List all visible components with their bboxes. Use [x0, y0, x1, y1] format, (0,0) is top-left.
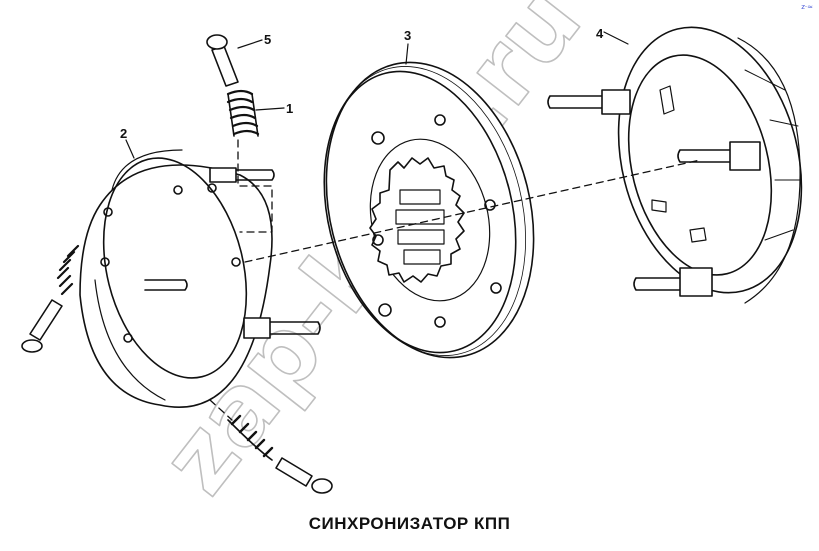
part-2-synchro-ring — [79, 149, 321, 408]
leader-1 — [255, 107, 285, 111]
diagram-caption: СИНХРОНИЗАТОР КПП — [308, 514, 511, 533]
leader-4 — [603, 31, 629, 45]
part-1-spring — [226, 89, 260, 137]
left-spring — [56, 244, 80, 296]
part-3-hub-ring — [323, 61, 535, 359]
corner-mark: z·≈ — [801, 3, 813, 11]
callout-2: 2 — [120, 126, 127, 141]
part-2-pin-top — [209, 167, 275, 183]
callout-5: 5 — [264, 32, 271, 47]
part-4-pin-middle — [677, 141, 761, 171]
leader-3 — [405, 43, 409, 65]
part-2-pin-middle — [144, 279, 188, 291]
bottom-locking-pin — [275, 457, 333, 494]
part-4-synchro-ring — [547, 26, 803, 304]
part-4-pin-top — [547, 89, 631, 115]
callout-4: 4 — [596, 26, 604, 41]
leader-2 — [125, 139, 135, 159]
assembly-axis-lines — [209, 139, 701, 421]
callout-1: 1 — [286, 101, 293, 116]
bottom-spring — [227, 414, 274, 461]
leader-5 — [237, 39, 263, 49]
part-2-pin-bottom — [243, 317, 321, 339]
part-5-locking-pin — [206, 34, 239, 87]
callout-3: 3 — [404, 28, 411, 43]
left-locking-pin — [21, 299, 63, 353]
part-4-pin-bottom — [633, 267, 713, 297]
